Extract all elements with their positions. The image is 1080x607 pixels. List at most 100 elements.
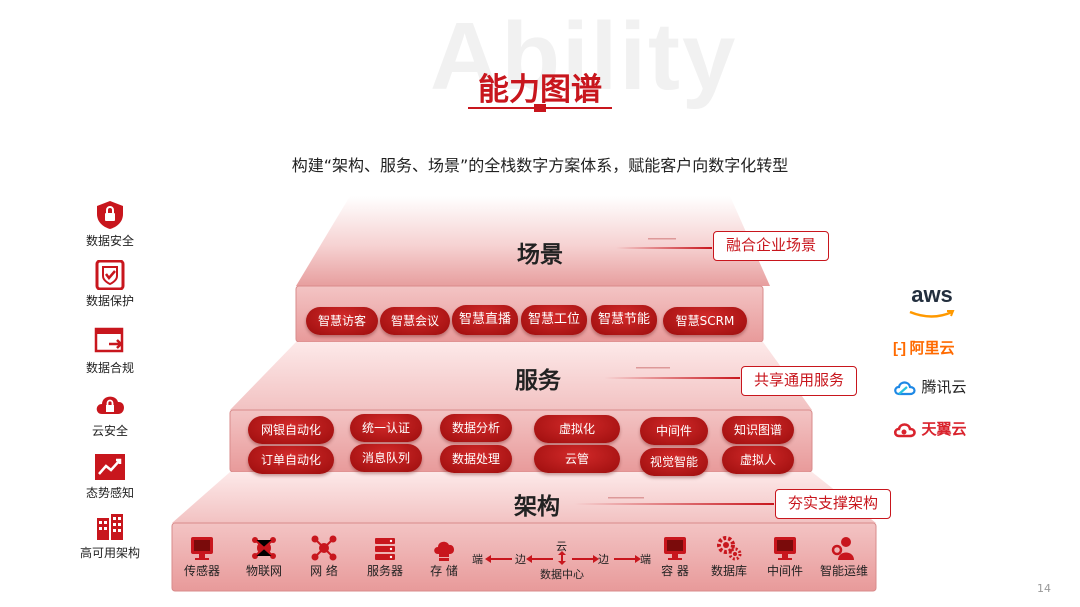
left-item-label: 数据安全 bbox=[85, 234, 134, 248]
tianyi-cloud-icon bbox=[893, 422, 916, 438]
left-item-label: 数据保护 bbox=[85, 294, 134, 308]
service-tag: 共享通用服务 bbox=[741, 366, 858, 396]
scene-tag-line bbox=[616, 247, 712, 249]
tencent-logo: 腾讯云 bbox=[893, 376, 966, 397]
arch-label: 架构 bbox=[514, 494, 560, 520]
left-item-label: 云安全 bbox=[91, 424, 128, 438]
iot-network-icon bbox=[252, 537, 276, 559]
base-item-server[interactable]: 服务器 bbox=[360, 534, 410, 579]
arch-band bbox=[171, 522, 877, 592]
flow-edge-left: 边 bbox=[515, 553, 526, 566]
base-item-storage[interactable]: 存 储 bbox=[422, 534, 466, 579]
building-icon bbox=[97, 514, 123, 540]
monitor-icon bbox=[664, 537, 686, 560]
service-label: 服务 bbox=[515, 368, 561, 394]
service-pill[interactable]: 云管 bbox=[534, 445, 620, 473]
service-pill[interactable]: 数据分析 bbox=[440, 414, 512, 442]
title-underline bbox=[468, 104, 612, 112]
watermark: Ability bbox=[430, 3, 738, 110]
service-tag-line bbox=[604, 377, 740, 379]
flow-cloud: 云 bbox=[556, 540, 567, 553]
page-number: 14 bbox=[1037, 582, 1051, 595]
service-pill[interactable]: 虚拟人 bbox=[722, 446, 794, 474]
service-pill[interactable]: 中间件 bbox=[640, 417, 708, 445]
scene-tag: 融合企业场景 bbox=[713, 231, 830, 261]
tianyi-logo: 天翼云 bbox=[893, 418, 966, 439]
page-title: 能力图谱 bbox=[478, 72, 602, 108]
monitor-icon bbox=[191, 537, 213, 560]
base-item-database[interactable]: 数据库 bbox=[704, 534, 754, 579]
service-pill[interactable]: 数据处理 bbox=[440, 445, 512, 473]
robot-ops-icon bbox=[831, 537, 854, 560]
tencent-cloud-icon bbox=[894, 381, 916, 395]
base-item-container[interactable]: 容 器 bbox=[655, 534, 695, 579]
window-arrow-icon bbox=[94, 327, 124, 353]
scene-pill[interactable]: 智慧会议 bbox=[380, 307, 450, 335]
left-item-data-protection[interactable]: 数据保护 bbox=[70, 260, 150, 309]
base-item-label: 容 器 bbox=[661, 564, 689, 578]
base-item-iot[interactable]: 物联网 bbox=[240, 534, 288, 579]
network-icon bbox=[311, 535, 337, 561]
flow-datacenter: 数据中心 bbox=[540, 568, 584, 581]
base-item-label: 存 储 bbox=[430, 564, 458, 578]
service-pill[interactable]: 统一认证 bbox=[350, 414, 422, 442]
aliyun-logo: [-] 阿里云 bbox=[893, 337, 954, 358]
flow-arrow-right-1 bbox=[572, 555, 599, 563]
arch-slope bbox=[172, 472, 876, 523]
cloud-lock-icon bbox=[96, 396, 124, 414]
base-item-sensor[interactable]: 传感器 bbox=[180, 534, 224, 579]
scene-pill[interactable]: 智慧节能 bbox=[591, 305, 657, 335]
base-item-label: 传感器 bbox=[183, 564, 220, 578]
base-item-network[interactable]: 网 络 bbox=[302, 534, 346, 579]
aws-logo: aws bbox=[906, 284, 958, 324]
shield-lock-icon bbox=[97, 201, 123, 229]
scene-slope bbox=[296, 196, 770, 286]
scene-pill[interactable]: 智慧访客 bbox=[306, 307, 378, 335]
left-item-label: 高可用架构 bbox=[79, 546, 140, 560]
base-item-label: 智能运维 bbox=[819, 564, 868, 578]
service-pill[interactable]: 视觉智能 bbox=[640, 448, 708, 476]
left-item-cloud-security[interactable]: 云安全 bbox=[70, 390, 150, 439]
left-item-high-availability[interactable]: 高可用架构 bbox=[70, 512, 150, 561]
arch-tag: 夯实支撑架构 bbox=[775, 489, 892, 519]
left-item-label: 数据合规 bbox=[85, 361, 134, 375]
up-down-arrow-icon bbox=[558, 551, 566, 565]
flow-end-left: 端 bbox=[472, 553, 483, 566]
service-pill[interactable]: 订单自动化 bbox=[248, 446, 334, 474]
arch-tag-line bbox=[574, 503, 774, 505]
tianyi-logo-text: 天翼云 bbox=[921, 421, 967, 438]
aws-logo-text: aws bbox=[911, 282, 953, 307]
monitor-icon bbox=[774, 537, 796, 560]
service-pill[interactable]: 虚拟化 bbox=[534, 415, 620, 443]
scene-pill[interactable]: 智慧工位 bbox=[521, 305, 587, 335]
left-item-label: 态势感知 bbox=[85, 486, 134, 500]
base-item-label: 服务器 bbox=[366, 564, 403, 578]
database-gear-icon bbox=[717, 536, 742, 561]
left-item-data-compliance[interactable]: 数据合规 bbox=[70, 327, 150, 376]
left-item-data-security[interactable]: 数据安全 bbox=[70, 200, 150, 249]
flow-end-right: 端 bbox=[640, 553, 651, 566]
service-pill[interactable]: 知识图谱 bbox=[722, 416, 794, 444]
base-item-label: 物联网 bbox=[245, 564, 282, 578]
page-subtitle: 构建“架构、服务、场景”的全栈数字方案体系，赋能客户向数字化转型 bbox=[291, 156, 789, 175]
scene-pill[interactable]: 智慧直播 bbox=[452, 305, 518, 335]
flow-edge-right: 边 bbox=[598, 553, 609, 566]
aws-smile-icon bbox=[909, 310, 955, 318]
base-item-middleware[interactable]: 中间件 bbox=[763, 534, 807, 579]
left-item-situation-awareness[interactable]: 态势感知 bbox=[70, 452, 150, 501]
service-pill[interactable]: 消息队列 bbox=[350, 444, 422, 472]
aliyun-icon: [-] bbox=[893, 340, 906, 357]
base-item-aiops[interactable]: 智能运维 bbox=[815, 534, 873, 579]
base-item-label: 中间件 bbox=[766, 564, 803, 578]
cloud-storage-icon bbox=[434, 541, 455, 561]
server-icon bbox=[375, 538, 395, 560]
shield-check-icon bbox=[95, 260, 125, 290]
flow-arrow-right-2 bbox=[614, 555, 641, 563]
service-pill[interactable]: 网银自动化 bbox=[248, 416, 334, 444]
base-item-label: 数据库 bbox=[710, 564, 747, 578]
tencent-logo-text: 腾讯云 bbox=[921, 379, 967, 396]
service-slope bbox=[230, 342, 812, 410]
aliyun-logo-text: 阿里云 bbox=[909, 340, 955, 357]
scene-pill[interactable]: 智慧SCRM bbox=[663, 307, 747, 335]
base-item-label: 网 络 bbox=[310, 564, 338, 578]
